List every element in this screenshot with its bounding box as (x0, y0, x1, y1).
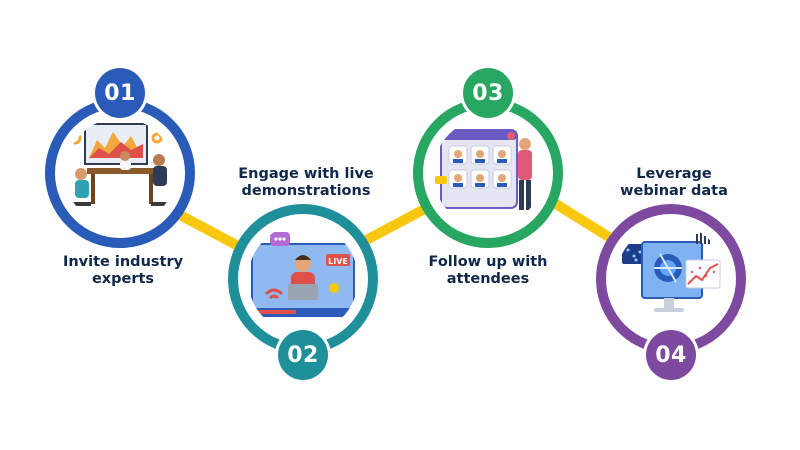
step-3-label-line-1: Follow up with (428, 254, 548, 270)
video-call-icon (435, 129, 532, 210)
step-4-label-line-1: Leverage (636, 166, 712, 182)
step-4-illustration (616, 224, 726, 334)
step-3-illustration (433, 118, 543, 228)
step-1-label-line-1: Invite industry (62, 254, 184, 270)
step-3-label: Follow up with attendees (408, 254, 568, 288)
step-3-label-line-2: attendees (446, 271, 530, 287)
step-2-label-line-2: demonstrations (241, 183, 371, 199)
step-1-label-line-2: experts (91, 271, 155, 287)
data-dashboard-icon (622, 230, 721, 312)
meeting-table-icon (68, 123, 171, 206)
live-badge-text: LIVE (328, 257, 348, 266)
step-2-illustration: LIVE (248, 224, 358, 334)
step-3-number-badge: 03 (463, 68, 513, 118)
step-1-number-badge: 01 (95, 68, 145, 118)
step-2-label-line-1: Engage with live (238, 166, 374, 182)
step-4-number-badge: 04 (646, 330, 696, 380)
step-1-illustration (65, 118, 175, 228)
step-2-number-badge: 02 (278, 330, 328, 380)
step-1-label: Invite industry experts (43, 254, 203, 288)
step-2-label: Engage with live demonstrations (226, 166, 386, 200)
live-stream-icon: LIVE (251, 232, 355, 317)
step-4-label: Leverage webinar data (594, 166, 754, 200)
step-4-label-line-2: webinar data (620, 183, 728, 199)
